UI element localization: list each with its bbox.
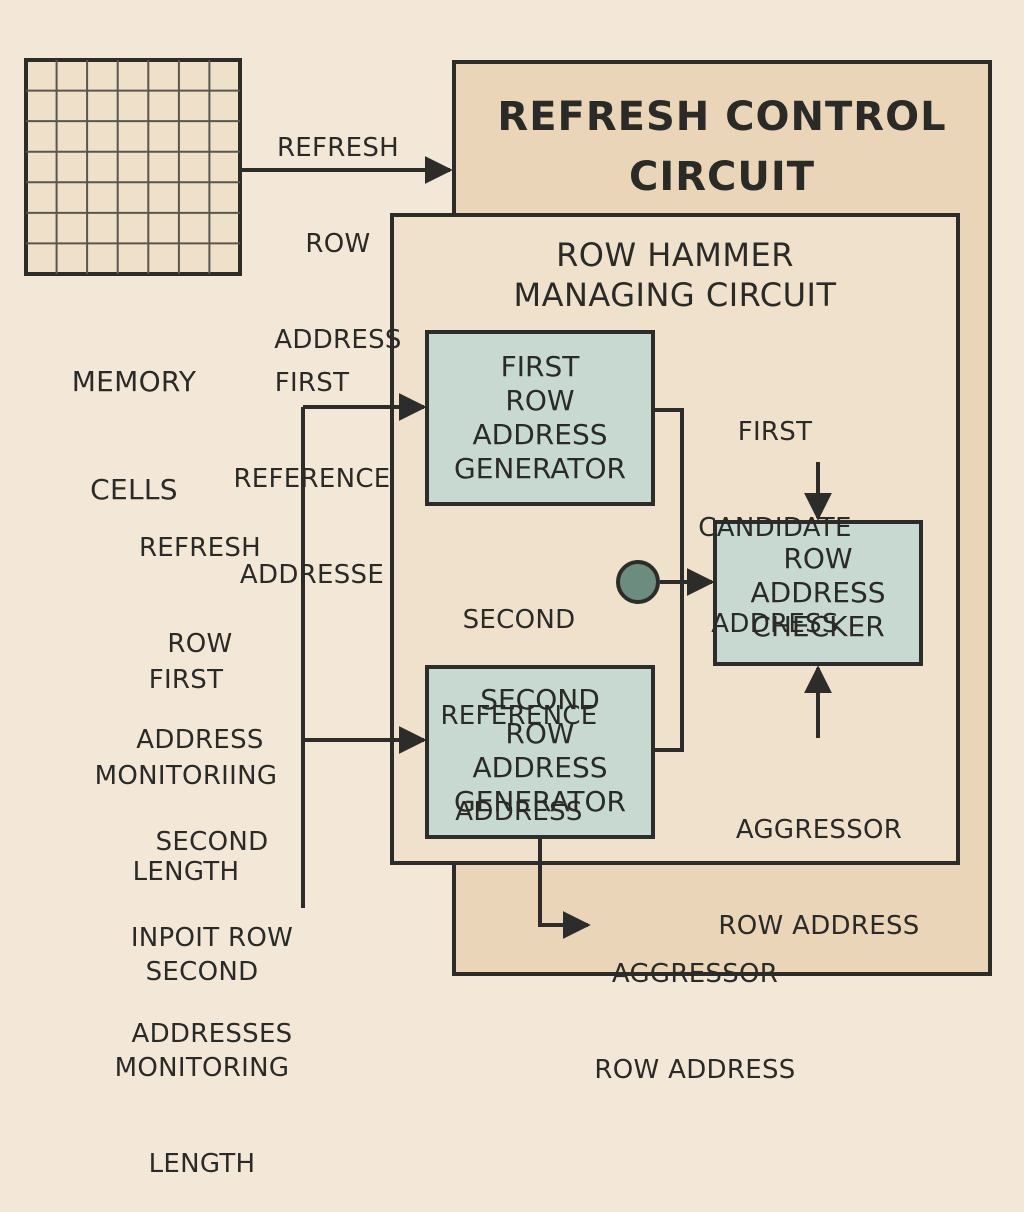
reference-junction-node [616,560,660,604]
aggressor-row-address-output-label: AGGRESSOR ROW ADDRESS [594,959,796,1085]
left-refresh-row-address-label: REFRESH ROW ADDRESS [136,533,264,755]
generator-to-aggressor-output-arrow [538,837,591,939]
second-reference-address-label: SECOND REFERENCE ADDRESS [440,605,598,827]
memory-cells-label: MEMORY CELLS [71,365,197,506]
first-row-address-generator-block [425,330,655,506]
second-row-address-generator-label: SECOND ROW ADDRESS GENERATOR [454,683,626,818]
first-candidate-address-label: FIRST CANDIDATE ADDRESS [698,417,852,639]
first-reference-address-label: FIRST REFERENCE ADDRESSE [233,368,391,590]
row-address-checker-block [713,520,923,666]
aggressor-row-address-inner-label: AGGRESSOR ROW ADDRESS [718,815,920,941]
second-monitoring-length-label: SECOND MONITORING LENGTH [114,957,290,1179]
refresh-control-circuit-title: REFRESH CONTROL CIRCUIT [497,94,947,200]
row-address-checker-label: ROW ADDRESS CHECKER [750,542,886,643]
row-hammer-managing-circuit-title: ROW HAMMER MANAGING CIRCUIT [513,236,837,314]
first-row-address-generator-label: FIRST ROW ADDRESS GENERATOR [454,350,626,485]
top-refresh-row-address-label: REFRESH ROW ADDRESS [274,133,402,355]
memory-cells-grid [24,58,242,276]
first-monitoring-length-label: FIRST MONITORIING LENGTH [94,665,278,887]
diagram-canvas [24,58,992,976]
